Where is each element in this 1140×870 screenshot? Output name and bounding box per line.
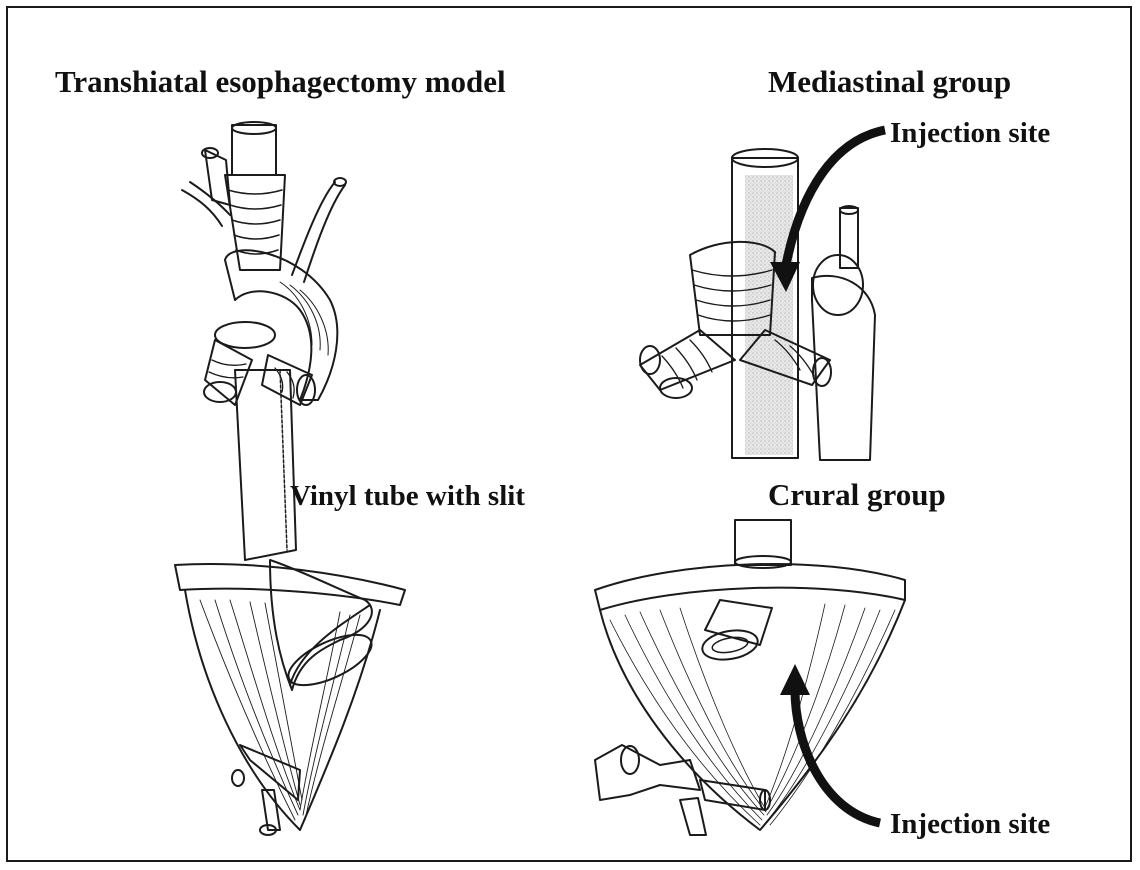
vinyl-tube-label: Vinyl tube with slit [290, 480, 525, 512]
injection-arrow-crural [795, 690, 880, 823]
crural-title: Crural group [768, 477, 946, 512]
model-title: Transhiatal esophagectomy model [55, 64, 506, 99]
esophagectomy-model-illustration [175, 122, 405, 835]
injection-site-label-bottom: Injection site [890, 808, 1050, 840]
injection-arrow-mediastinal [785, 130, 885, 270]
injection-site-label-top: Injection site [890, 117, 1050, 149]
mediastinal-group-illustration [640, 130, 885, 460]
crural-group-illustration [595, 520, 905, 835]
mediastinal-title: Mediastinal group [768, 64, 1011, 99]
